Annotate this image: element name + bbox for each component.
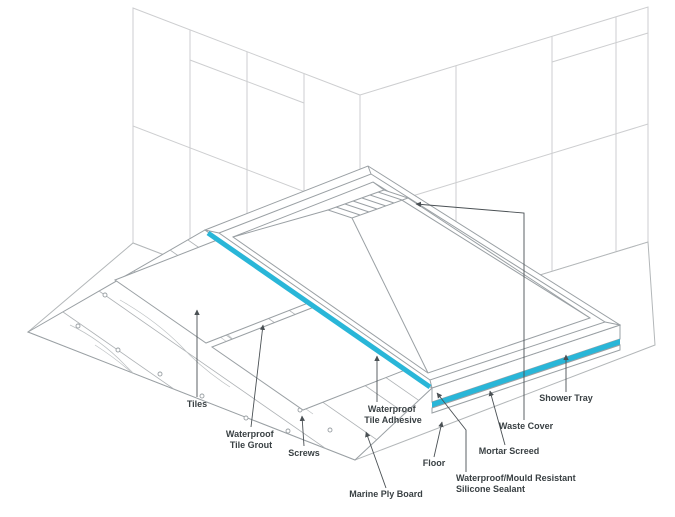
grate-slot [344, 203, 370, 213]
leader-lines [194, 201, 569, 489]
leader-mortar-screed [488, 390, 506, 446]
screws-group [75, 292, 333, 434]
left-wall-tile-joint [189, 59, 305, 104]
leader-floor [433, 421, 444, 458]
label-line: Waterproof [226, 429, 275, 439]
basin-slope-line [372, 181, 385, 191]
basin-slope-line [351, 217, 429, 374]
wood-grain [119, 299, 231, 388]
grate-slot [361, 197, 387, 207]
label-line: Silicone Sealant [456, 484, 525, 494]
waste-cover-grate [326, 189, 410, 219]
basin-slope-line [232, 209, 329, 238]
label-waste-cover: Waste Cover [499, 421, 554, 431]
screw [157, 371, 163, 377]
screw [199, 393, 205, 399]
screw [102, 292, 108, 298]
rim-corner-line [367, 165, 372, 175]
grate-slot [377, 191, 403, 201]
label-waterproof-tile-grout: Waterproof Tile Grout [226, 429, 276, 450]
grate-slot [352, 200, 378, 210]
label-line: Waterproof/Mould Resistant [456, 473, 576, 483]
label-marine-ply-board: Marine Ply Board [349, 489, 423, 499]
label-line: Tile Adhesive [364, 415, 422, 425]
rim-corner-line [429, 379, 433, 389]
rim-corner-line [204, 229, 220, 234]
screw [327, 427, 333, 433]
grate-slot [369, 194, 395, 204]
basin-slope-line [407, 197, 591, 319]
shower-tray [203, 165, 622, 414]
leader-waste-cover [415, 201, 525, 420]
right-wall-tile-joint [551, 32, 649, 63]
label-line: Waterproof [368, 404, 417, 414]
screw [243, 415, 249, 421]
leader-silicone-sealant [436, 392, 467, 472]
leader-screws [299, 415, 306, 447]
label-floor: Floor [423, 458, 446, 468]
grate-slot [335, 206, 361, 216]
labels: Tiles Waterproof Tile Grout Screws Water… [187, 393, 593, 499]
label-mortar-screed: Mortar Screed [479, 446, 540, 456]
label-tiles: Tiles [187, 399, 207, 409]
screw [115, 347, 121, 353]
plank-joint [98, 290, 418, 460]
leader-waterproof-tile-grout [250, 324, 266, 428]
label-screws: Screws [288, 448, 320, 458]
silicone-sealant-highlight [206, 230, 432, 390]
leader-marine-ply-board [365, 431, 387, 489]
label-line: Tile Grout [230, 440, 272, 450]
label-shower-tray: Shower Tray [539, 393, 593, 403]
screw [285, 428, 291, 434]
label-waterproof-tile-adhesive: Waterproof Tile Adhesive [364, 404, 422, 425]
rim-corner-line [604, 321, 621, 326]
screw [75, 323, 81, 329]
tray-edge-highlight [432, 339, 620, 408]
label-silicone-sealant: Waterproof/Mould Resistant Silicone Seal… [456, 473, 578, 494]
mortar-screed-layer [431, 344, 621, 414]
